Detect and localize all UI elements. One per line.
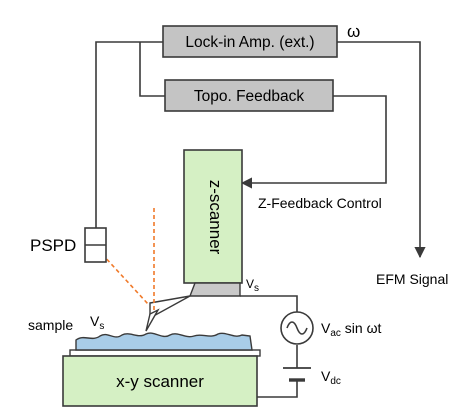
- pspd-label: PSPD: [30, 236, 76, 255]
- afm-tip: [145, 308, 160, 332]
- topo-label: Topo. Feedback: [194, 88, 305, 105]
- xy-scanner: x-y scanner: [62, 355, 258, 407]
- sample-surface: [75, 332, 253, 351]
- wire-topo-to-zscanner: [240, 95, 387, 189]
- vs-tip-label: Vs: [246, 277, 259, 294]
- signal-wires: [95, 41, 426, 398]
- sample: [69, 332, 261, 357]
- wire-lockin-to-efm: [337, 41, 426, 259]
- dc-battery: [283, 367, 311, 382]
- pspd-detector: [84, 227, 107, 263]
- wire-tip-to-vac: [240, 295, 298, 312]
- sample-plate: [69, 349, 261, 357]
- ac-source: [280, 311, 314, 345]
- topo-feedback-box: Topo. Feedback: [164, 79, 334, 112]
- xy-scanner-label: x-y scanner: [116, 372, 204, 391]
- efm-signal-label: EFM Signal: [376, 271, 448, 287]
- zfeedback-label: Z-Feedback Control: [258, 195, 382, 211]
- wire-pspd-to-lockin: [95, 41, 163, 228]
- wire-vdc-to-stage: [257, 380, 298, 398]
- cantilever: [145, 282, 241, 332]
- lockin-amp-box: Lock-in Amp. (ext.): [162, 25, 338, 58]
- laser-beam: [101, 208, 155, 312]
- omega-label: ω: [347, 22, 360, 41]
- zscanner-label: z-scanner: [206, 180, 225, 255]
- sample-label: sample: [28, 317, 73, 333]
- vac-label: Vac sin ωt: [321, 320, 382, 339]
- wire-lockin-to-topo: [139, 42, 165, 97]
- vs-sample-label: Vs: [90, 313, 104, 332]
- vdc-label: Vdc: [321, 368, 341, 387]
- z-scanner: z-scanner: [183, 149, 243, 284]
- sine-wave-icon: [286, 321, 308, 335]
- lockin-label: Lock-in Amp. (ext.): [185, 34, 314, 51]
